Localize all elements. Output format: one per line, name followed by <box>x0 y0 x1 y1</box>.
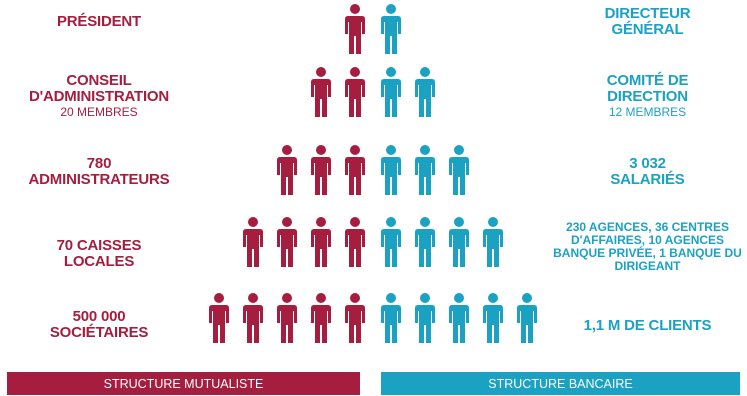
level-2-left-label: CONSEIL D'ADMINISTRATION 20 MEMBRES <box>0 73 198 118</box>
agences-label: 230 AGENCES, 36 CENTRES D'AFFAIRES, 10 A… <box>553 220 742 273</box>
person-icon <box>345 217 365 267</box>
level-5-right-label: 1,1 M DE CLIENTS <box>548 318 747 334</box>
clients-label: 1,1 M DE CLIENTS <box>583 317 712 334</box>
administrateurs-label: 780 ADMINISTRATEURS <box>28 155 170 188</box>
structure-mutualiste-label: STRUCTURE MUTUALISTE <box>103 377 264 391</box>
person-icon <box>277 217 297 267</box>
person-icon <box>381 67 401 117</box>
president-label: PRÉSIDENT <box>56 13 142 30</box>
structure-bancaire-label: STRUCTURE BANCAIRE <box>488 377 633 391</box>
societaires-label: 500 000 SOCIÉTAIRES <box>49 308 149 341</box>
person-icon <box>517 293 537 343</box>
person-icon <box>311 67 331 117</box>
person-icon <box>345 67 365 117</box>
person-figures <box>209 4 537 343</box>
salaries-label: 3 032 SALARIÉS <box>610 155 685 188</box>
comite-members: 12 MEMBRES <box>608 104 687 119</box>
conseil-members: 20 MEMBRES <box>60 104 138 119</box>
person-icon <box>449 145 469 195</box>
person-icon <box>483 217 503 267</box>
level-1-right-label: DIRECTEUR GÉNÉRAL <box>548 6 747 38</box>
person-icon <box>277 293 297 343</box>
person-icon <box>311 145 331 195</box>
structure-bancaire-bar: STRUCTURE BANCAIRE <box>381 372 740 395</box>
directeur-general-label: DIRECTEUR GÉNÉRAL <box>604 5 691 38</box>
level-4-right-label: 230 AGENCES, 36 CENTRES D'AFFAIRES, 10 A… <box>548 221 747 273</box>
person-icon <box>311 217 331 267</box>
person-icon <box>381 4 401 54</box>
person-icon <box>415 217 435 267</box>
person-icon <box>311 293 331 343</box>
comite-label: COMITÉ DE DIRECTION <box>606 72 689 105</box>
person-icon <box>449 293 469 343</box>
caisses-locales-label: 70 CAISSES LOCALES <box>56 237 142 270</box>
person-icon <box>449 217 469 267</box>
person-icon <box>415 67 435 117</box>
person-icon <box>345 4 365 54</box>
level-3-left-label: 780 ADMINISTRATEURS <box>0 156 198 188</box>
person-icon <box>483 293 503 343</box>
person-icon <box>415 293 435 343</box>
level-1-left-label: PRÉSIDENT <box>0 14 198 30</box>
person-icon <box>243 293 263 343</box>
level-2-right-label: COMITÉ DE DIRECTION 12 MEMBRES <box>548 73 747 118</box>
person-icon <box>277 145 297 195</box>
level-4-left-label: 70 CAISSES LOCALES <box>0 238 198 270</box>
person-icon <box>381 217 401 267</box>
person-icon <box>243 217 263 267</box>
conseil-label: CONSEIL D'ADMINISTRATION <box>28 72 170 105</box>
structure-mutualiste-bar: STRUCTURE MUTUALISTE <box>7 372 360 395</box>
person-icon <box>415 145 435 195</box>
level-3-right-label: 3 032 SALARIÉS <box>548 156 747 188</box>
person-icon <box>345 293 365 343</box>
person-icon <box>209 293 229 343</box>
person-icon <box>381 145 401 195</box>
person-icon <box>381 293 401 343</box>
level-5-left-label: 500 000 SOCIÉTAIRES <box>0 309 198 341</box>
person-icon <box>345 145 365 195</box>
